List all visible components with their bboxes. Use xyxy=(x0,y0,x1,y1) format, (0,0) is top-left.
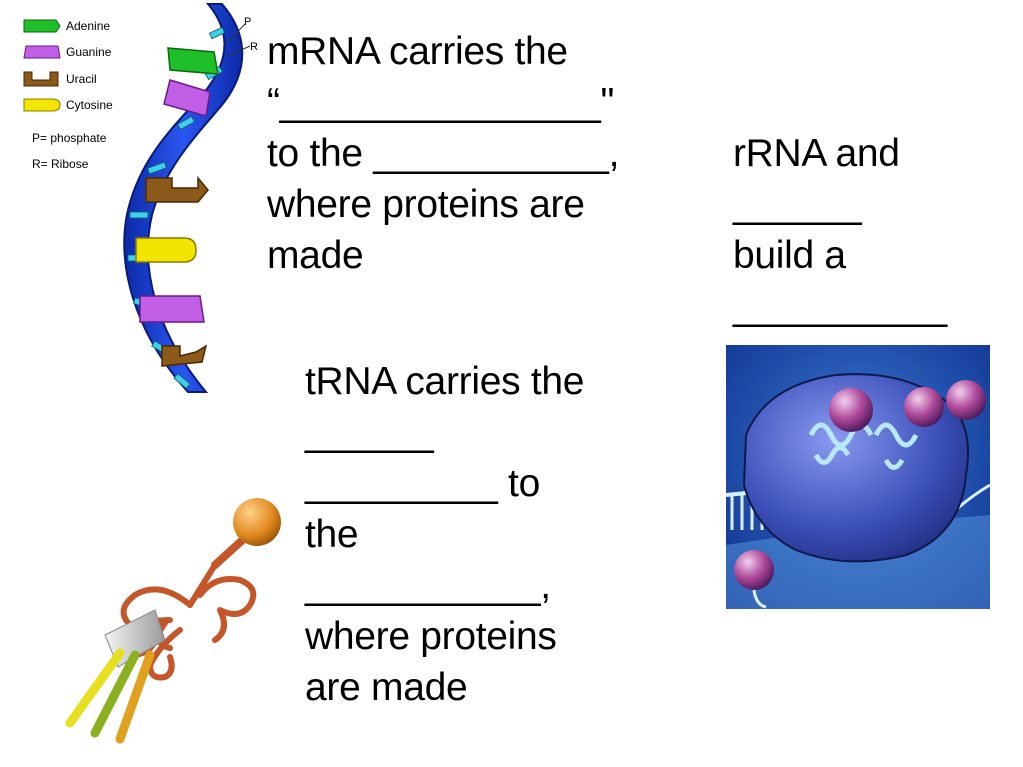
legend-note-ribose: R= Ribose xyxy=(32,157,89,171)
mrna-strand-illustration: P R xyxy=(123,3,258,393)
mrna-line-1: mRNA carries the xyxy=(267,30,568,73)
uracil-swatch-icon xyxy=(23,71,59,87)
trna-question-text: tRNA carries the ______ _________ to the… xyxy=(305,356,645,713)
trna-line-6: where proteins xyxy=(305,615,557,658)
guanine-swatch-icon xyxy=(23,45,61,59)
phosphate-label: P xyxy=(244,16,251,28)
legend-label: Guanine xyxy=(66,45,112,59)
mrna-line-3: to the ___________, xyxy=(267,132,620,175)
mrna-question-text: mRNA carries the “_______________" to th… xyxy=(267,26,687,281)
trna-line-5: ___________, xyxy=(305,564,551,607)
trna-line-2: ______ xyxy=(305,411,434,454)
legend-label: Uracil xyxy=(66,72,97,86)
rrna-question-text: rRNA and ______ build a __________ xyxy=(733,128,1023,332)
legend-item-guanine: Guanine xyxy=(22,42,111,62)
rrna-line-2: ______ xyxy=(733,183,862,226)
mrna-line-5: made xyxy=(267,234,364,277)
uracil-base-icon-2 xyxy=(161,344,208,367)
rrna-line-1: rRNA and xyxy=(733,132,900,175)
legend-label: Cytosine xyxy=(66,98,113,112)
legend-item-adenine: Adenine xyxy=(22,16,110,36)
adenine-swatch-icon xyxy=(23,19,61,33)
mrna-line-4: where proteins are xyxy=(267,183,585,226)
trna-line-1: tRNA carries the xyxy=(305,360,585,403)
cytosine-base-icon xyxy=(135,237,197,263)
trna-line-7: are made xyxy=(305,666,468,709)
legend-label: Adenine xyxy=(66,19,111,33)
legend-item-cytosine: Cytosine xyxy=(22,95,113,115)
uracil-base-icon xyxy=(145,175,209,203)
rrna-line-3: build a xyxy=(733,234,846,277)
guanine-base-icon-2 xyxy=(139,295,205,323)
ribosome-illustration xyxy=(725,345,991,609)
guanine-base-icon xyxy=(163,79,211,117)
cytosine-swatch-icon xyxy=(23,98,61,112)
adenine-base-icon xyxy=(167,47,219,75)
rrna-line-4: __________ xyxy=(733,285,947,328)
trna-line-3: _________ to xyxy=(305,462,540,505)
mrna-line-2: “_______________" xyxy=(267,81,615,124)
trna-molecule-illustration xyxy=(65,498,281,744)
legend-note-phosphate: P= phosphate xyxy=(32,131,107,145)
trna-line-4: the xyxy=(305,513,359,556)
ribose-label: R xyxy=(250,41,258,53)
legend-item-uracil: Uracil xyxy=(22,69,97,89)
